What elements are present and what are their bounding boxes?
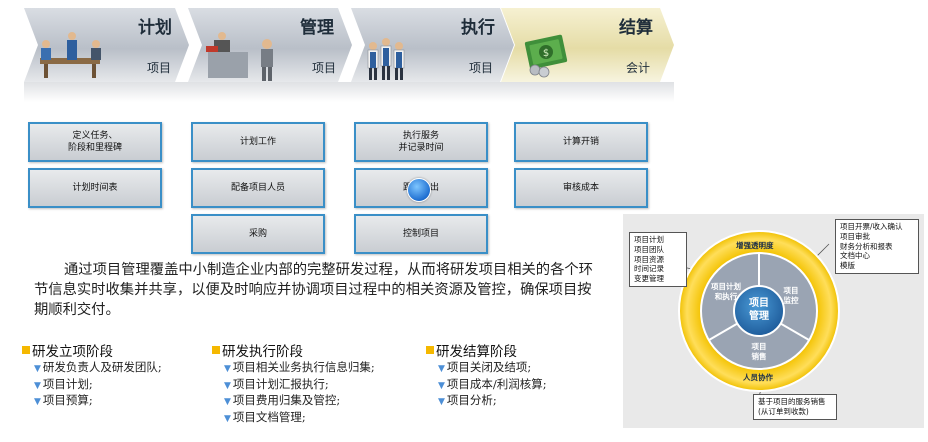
task-calculate-costs: 计算开销	[514, 122, 648, 162]
bullet-square-icon	[212, 346, 220, 354]
list-item: ▼项目费用归集及管控;	[224, 393, 341, 407]
triangle-bullet-icon: ▼	[438, 380, 445, 391]
segment-planning-execution: 项目计划 和执行	[711, 282, 741, 301]
phase-chevron-execute	[351, 8, 514, 82]
stage-title: 研发执行阶段	[212, 340, 375, 360]
list-item: ▼项目计划;	[34, 376, 93, 391]
intro-paragraph: 通过项目管理覆盖中小制造企业内部的完整研发过程，从而将研发项目相关的各个环节信息…	[34, 262, 593, 318]
triangle-bullet-icon: ▼	[34, 380, 41, 391]
phase-chevron-strip: $	[24, 8, 674, 102]
project-management-wheel: 项目计划 项目团队 项目资源 时间记录 变更管理 项目开票/收入确认 项目审批 …	[623, 214, 924, 428]
office-desk-icon	[206, 32, 273, 81]
highlight-dot-icon	[407, 178, 431, 202]
list-item: ▼研发负责人及研发团队;	[34, 360, 162, 374]
stage-settlement: 研发结算阶段 ▼项目关闭及结项; ▼项目成本/利润核算; ▼项目分析;	[426, 340, 547, 410]
stage-title: 研发立项阶段	[22, 340, 162, 360]
triangle-bullet-icon: ▼	[34, 397, 41, 407]
list-item: ▼项目计划汇报执行;	[224, 376, 329, 391]
triangle-bullet-icon: ▼	[224, 413, 231, 424]
task-review-costs: 审核成本	[514, 168, 648, 208]
task-plan-schedule: 计划时间表	[28, 168, 162, 208]
triangle-bullet-icon: ▼	[438, 397, 445, 407]
list-item: ▼项目预算;	[34, 393, 93, 407]
triangle-bullet-icon: ▼	[224, 380, 231, 391]
phase-subtitle-settle: 会计	[626, 61, 651, 75]
team-people-icon	[367, 38, 405, 80]
phase-title-plan: 计划	[138, 18, 172, 38]
meeting-people-icon	[40, 32, 101, 78]
list-item: ▼项目分析;	[438, 393, 497, 407]
phase-subtitle-manage: 项目	[312, 61, 337, 75]
phase-title-settle: 结算	[619, 18, 653, 38]
stage-execution: 研发执行阶段 ▼项目相关业务执行信息归集; ▼项目计划汇报执行; ▼项目费用归集…	[212, 340, 375, 426]
triangle-bullet-icon: ▼	[224, 364, 231, 374]
ring-label-collaboration: 人员协作	[743, 373, 773, 382]
bottom-note-box: 基于项目的服务销售 (从订单到收款)	[753, 394, 837, 420]
segment-monitoring: 项目 监控	[783, 286, 799, 305]
triangle-bullet-icon: ▼	[438, 364, 445, 374]
task-define-milestones: 定义任务、 阶段和里程碑	[28, 122, 162, 162]
phase-subtitle-execute: 项目	[469, 61, 494, 75]
list-item: ▼项目相关业务执行信息归集;	[224, 360, 375, 374]
ring-label-transparency: 增强透明度	[736, 241, 774, 250]
phase-subtitle-plan: 项目	[147, 61, 172, 75]
triangle-bullet-icon: ▼	[224, 397, 231, 407]
wheel-graphic	[677, 230, 840, 397]
task-control-project: 控制项目	[354, 214, 488, 254]
right-note-box: 项目开票/收入确认 项目审批 财务分析和报表 文档中心 模版	[835, 219, 919, 274]
hub-label: 项目 管理	[749, 298, 769, 322]
stage-title: 研发结算阶段	[426, 340, 547, 360]
task-staff-project: 配备项目人员	[191, 168, 325, 208]
stage-initiation: 研发立项阶段 ▼研发负责人及研发团队; ▼项目计划; ▼项目预算;	[22, 340, 162, 410]
task-procurement: 采购	[191, 214, 325, 254]
bullet-square-icon	[22, 346, 30, 354]
segment-sales: 项目 销售	[751, 342, 767, 361]
phase-title-manage: 管理	[300, 18, 334, 38]
money-coins-icon: $	[524, 34, 568, 78]
svg-text:$: $	[543, 48, 549, 59]
left-note-box: 项目计划 项目团队 项目资源 时间记录 变更管理	[629, 232, 687, 287]
task-plan-work: 计划工作	[191, 122, 325, 162]
phase-title-execute: 执行	[461, 18, 495, 38]
triangle-bullet-icon: ▼	[34, 364, 41, 374]
list-item: ▼项目成本/利润核算;	[438, 376, 547, 391]
bullet-square-icon	[426, 346, 434, 354]
list-item: ▼项目关闭及结项;	[438, 360, 532, 374]
list-item: ▼项目文档管理;	[224, 409, 306, 424]
task-execute-services: 执行服务 并记录时间	[354, 122, 488, 162]
